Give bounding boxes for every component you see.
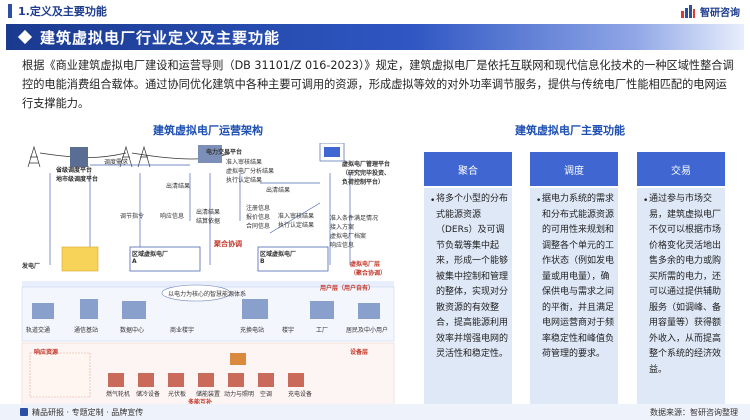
diagram-label-interconnect: 充换电站: [240, 327, 265, 334]
diagram-equip-item: 储冷设备: [136, 391, 161, 398]
function-heading: 调度: [530, 152, 618, 186]
function-heading: 交易: [637, 152, 725, 186]
diagram-label-power-gen: 发电厂: [22, 263, 41, 270]
function-heading: 聚合: [424, 152, 512, 186]
diagram-label-trade-notes: 准入审核结果虚拟电厂分析结果执行认定结果: [226, 159, 275, 184]
function-column-aggregate: 聚合 • 将多个小型的分布式能源资源（DERs）及可调节负载等集中起来，形成一个…: [424, 152, 512, 414]
diagram-user-item: 通信基站: [74, 327, 99, 334]
diagram-equip-item: 储能装置: [196, 391, 221, 398]
title-banner: 建筑虚拟电厂行业定义及主要功能: [6, 24, 744, 50]
function-body: • 据电力系统的需求和分布式能源资源的可用性来规划和调整各个单元的工作状态（例如…: [530, 188, 618, 412]
diagram-label-output-status-2: 出清结果: [266, 187, 291, 194]
diagram-equip-item: 充电设备: [288, 391, 313, 398]
diagram-label-device-layer: 设备层: [350, 349, 369, 356]
footer: 精品研报 · 专题定制 · 品牌宣传 数据来源：智研咨询整理: [0, 404, 750, 420]
function-text: 将多个小型的分布式能源资源（DERs）及可调节负载等集中起来，形成一个能够被集中…: [436, 194, 509, 359]
brand-logo: 智研咨询: [680, 3, 740, 19]
footer-source: 数据来源：智研咨询整理: [650, 408, 738, 417]
diagram-graphics: [21, 143, 395, 405]
diagram-label-aggregation: 聚合协调: [214, 240, 242, 248]
banner-title: 建筑虚拟电厂行业定义及主要功能: [40, 28, 281, 47]
intro-paragraph: 根据《商业建筑虚拟电厂建设和运营导则（DB 31101/Z 016-2023）》…: [22, 59, 734, 110]
diagram-user-item: 数据中心: [120, 327, 145, 334]
diagram-label-user-layer: 用户层（用户自有）: [320, 285, 375, 292]
diagram-label-output-status: 出清结果: [166, 183, 191, 190]
diagram-label-dispatch-instr: 调节指令: [120, 213, 145, 220]
function-column-dispatch: 调度 • 据电力系统的需求和分布式能源资源的可用性来规划和调整各个单元的工作状态…: [530, 152, 618, 414]
diagram-label-register-info: 注册信息报价信息合同信息: [246, 205, 271, 230]
section-header: 1.定义及主要功能: [0, 0, 750, 22]
diagram-user-item: 居民及中小用户: [346, 327, 389, 334]
bullet-icon: •: [430, 196, 436, 206]
report-icon: [20, 408, 28, 416]
diagram-equip-item: 动力与照明: [224, 391, 255, 398]
section-accent-bar: [8, 4, 12, 18]
diagram-label-vpp-platform: 虚拟电厂管理平台（研究完毕投资、负荷控制平台）: [342, 161, 391, 186]
diagram-label-access-notes: 准入审核结果执行认定结果: [278, 213, 315, 229]
diagram-title: 建筑虚拟电厂运营架构: [153, 124, 263, 137]
diagram-label-commercial: 商业楼宇: [170, 327, 195, 334]
function-body: • 通过参与市场交易，建筑虚拟电厂不仅可以根据市场价格变化灵活地出售多余的电力或…: [637, 188, 725, 412]
diagram-user-item: 轨道交通: [26, 327, 51, 334]
footer-left: 精品研报 · 专题定制 · 品牌宣传: [20, 407, 143, 418]
diagram-label-access-req: 准入条件满足情况接入方案虚拟电厂档案响应信息: [330, 215, 379, 249]
logo-icon: [680, 3, 696, 19]
bullet-icon: •: [536, 196, 542, 206]
diagram-label-provincial: 省级调度平台地市级调度平台: [56, 167, 99, 183]
diagram-label-response-info: 响应信息: [160, 213, 185, 220]
diagram-user-item: 楼宇: [282, 327, 295, 334]
function-text: 据电力系统的需求和分布式能源资源的可用性来规划和调整各个单元的工作状态（例如发电…: [542, 194, 615, 359]
footer-tagline: 精品研报 · 专题定制 · 品牌宣传: [32, 407, 144, 417]
diagram-label-load-resp: 响应资源: [34, 349, 59, 356]
logo-text: 智研咨询: [700, 7, 740, 19]
diagram-label-multi-interconn: 多能互补: [188, 399, 213, 406]
functions-title: 建筑虚拟电厂主要功能: [515, 124, 625, 137]
diagram-label-cloud-platform: 以电力为核心的智慧能源体系: [168, 291, 247, 298]
diamond-icon: [17, 29, 33, 45]
function-text: 通过参与市场交易，建筑虚拟电厂不仅可以根据市场价格变化灵活地出售多余的电力或购买…: [649, 194, 722, 375]
diagram-equip-item: 燃气轮机: [106, 391, 131, 398]
diagram-label-power-trade-platform: 电力交易平台: [206, 149, 243, 156]
section-title: 1.定义及主要功能: [18, 5, 107, 18]
bullet-icon: •: [643, 196, 649, 206]
diagram-label-dispatch-demand: 调度需求: [104, 159, 129, 166]
function-column-trade: 交易 • 通过参与市场交易，建筑虚拟电厂不仅可以根据市场价格变化灵活地出售多余的…: [637, 152, 725, 414]
diagram-label-output-results: 出清结果结算依据: [196, 209, 221, 225]
diagram-user-item: 工厂: [316, 327, 329, 334]
diagram-equip-item: 空调: [260, 391, 273, 398]
architecture-diagram: 省级调度平台地市级调度平台 调度需求 电力交易平台 准入审核结果虚拟电厂分析结果…: [20, 143, 400, 406]
function-body: • 将多个小型的分布式能源资源（DERs）及可调节负载等集中起来，形成一个能够被…: [424, 188, 512, 412]
diagram-label-vpp-layer: 虚拟电厂层（聚合协调）: [350, 261, 387, 277]
diagram-equip-item: 光伏板: [168, 391, 187, 398]
